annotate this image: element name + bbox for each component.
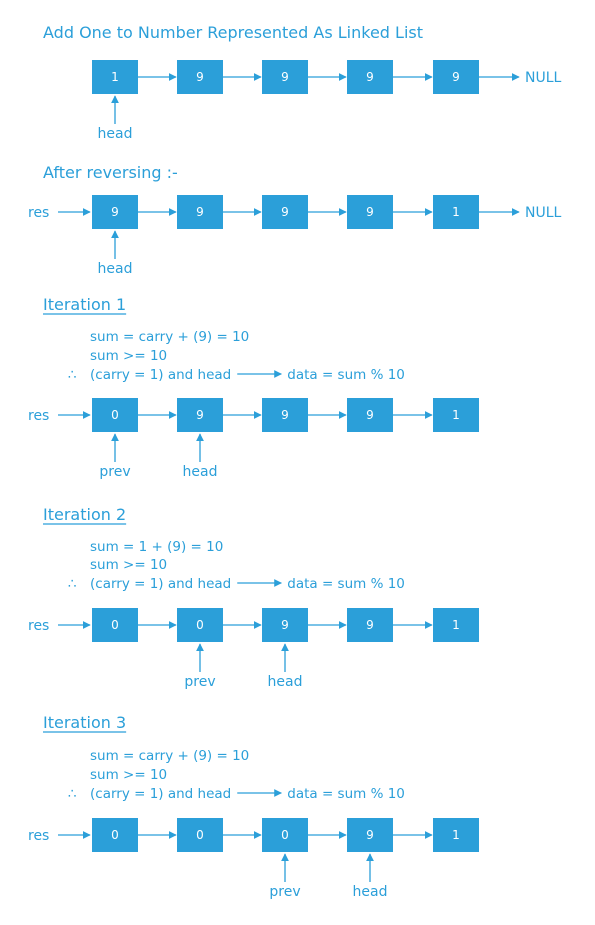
diagram-title: Add One to Number Represented As Linked …: [43, 23, 423, 42]
res-label: res: [28, 408, 49, 424]
list-node: [262, 818, 308, 852]
node-value: 1: [111, 70, 119, 84]
equation-text: (carry = 1) and head: [90, 367, 231, 383]
list-node: [433, 608, 479, 642]
equation-text: (carry = 1) and head: [90, 786, 231, 802]
equation-result: data = sum % 10: [287, 786, 405, 802]
null-label: NULL: [525, 205, 562, 221]
iteration-heading: Iteration 3: [43, 713, 126, 732]
node-value: 9: [281, 70, 289, 84]
list-node: [347, 608, 393, 642]
list-node: [92, 398, 138, 432]
equation-text: sum = carry + (9) = 10: [90, 329, 249, 345]
null-label: NULL: [525, 70, 562, 86]
node-value: 0: [111, 828, 119, 842]
node-value: 9: [366, 618, 374, 632]
pointer-label: head: [353, 884, 388, 900]
therefore-symbol: ∴: [68, 367, 77, 383]
node-value: 9: [196, 70, 204, 84]
list-node: [177, 60, 223, 94]
list-node: [92, 818, 138, 852]
node-value: 1: [452, 618, 460, 632]
node-value: 1: [452, 828, 460, 842]
list-node: [177, 818, 223, 852]
node-value: 9: [366, 70, 374, 84]
node-value: 1: [452, 205, 460, 219]
pointer-label: prev: [184, 674, 215, 690]
node-value: 9: [366, 828, 374, 842]
node-value: 9: [196, 408, 204, 422]
pointer-label: head: [98, 126, 133, 142]
list-node: [262, 60, 308, 94]
equation-result: data = sum % 10: [287, 367, 405, 383]
res-label: res: [28, 828, 49, 844]
node-value: 9: [281, 618, 289, 632]
pointer-label: head: [268, 674, 303, 690]
node-value: 9: [281, 205, 289, 219]
list-node: [177, 398, 223, 432]
res-label: res: [28, 618, 49, 634]
node-value: 9: [281, 408, 289, 422]
iteration-heading: Iteration 2: [43, 505, 126, 524]
node-value: 1: [452, 408, 460, 422]
list-node: [92, 60, 138, 94]
therefore-symbol: ∴: [68, 786, 77, 802]
equation-text: sum >= 10: [90, 557, 167, 573]
equation-text: sum = 1 + (9) = 10: [90, 539, 223, 555]
pointer-label: head: [183, 464, 218, 480]
node-value: 9: [452, 70, 460, 84]
list-node: [347, 398, 393, 432]
list-node: [433, 818, 479, 852]
node-value: 0: [281, 828, 289, 842]
equation-text: sum >= 10: [90, 348, 167, 364]
iteration-heading: Iteration 1: [43, 295, 126, 314]
node-value: 0: [111, 408, 119, 422]
node-value: 9: [366, 205, 374, 219]
list-node: [177, 195, 223, 229]
node-value: 9: [111, 205, 119, 219]
equation-text: (carry = 1) and head: [90, 576, 231, 592]
section-heading: After reversing :-: [43, 163, 178, 182]
list-node: [347, 818, 393, 852]
list-node: [92, 608, 138, 642]
pointer-label: head: [98, 261, 133, 277]
equation-result: data = sum % 10: [287, 576, 405, 592]
pointer-label: prev: [269, 884, 300, 900]
list-node: [433, 398, 479, 432]
list-node: [177, 608, 223, 642]
list-node: [433, 60, 479, 94]
list-node: [262, 195, 308, 229]
therefore-symbol: ∴: [68, 576, 77, 592]
list-node: [347, 60, 393, 94]
res-label: res: [28, 205, 49, 221]
equation-text: sum >= 10: [90, 767, 167, 783]
list-node: [92, 195, 138, 229]
equation-text: sum = carry + (9) = 10: [90, 748, 249, 764]
node-value: 9: [196, 205, 204, 219]
node-value: 9: [366, 408, 374, 422]
node-value: 0: [196, 618, 204, 632]
node-value: 0: [111, 618, 119, 632]
list-node: [347, 195, 393, 229]
list-node: [262, 398, 308, 432]
node-value: 0: [196, 828, 204, 842]
pointer-label: prev: [99, 464, 130, 480]
list-node: [262, 608, 308, 642]
list-node: [433, 195, 479, 229]
